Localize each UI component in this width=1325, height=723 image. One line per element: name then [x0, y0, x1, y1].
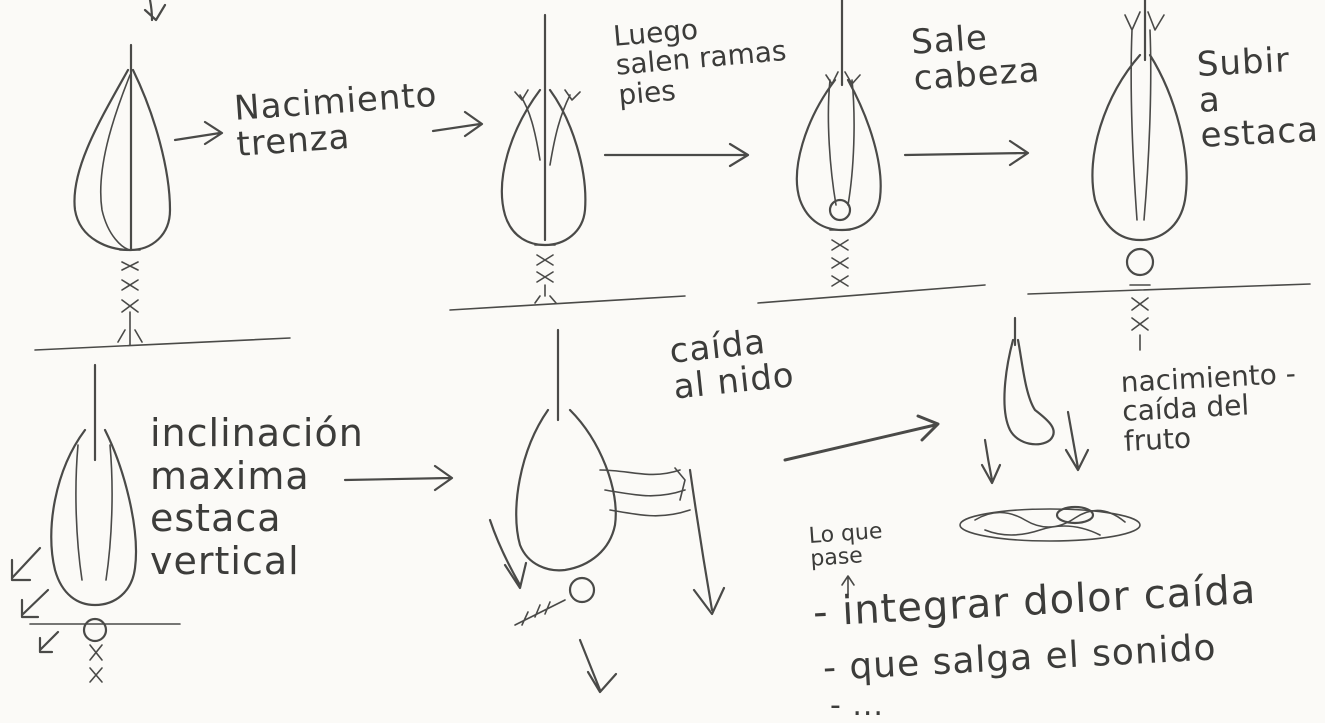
- ground-line-1: [35, 338, 290, 350]
- ground-line-4: [1028, 284, 1310, 294]
- arrow-right-icon: [605, 144, 748, 166]
- ground-line-2: [450, 296, 685, 310]
- arrow-right-icon: [175, 122, 222, 144]
- label-nacimiento-trenza: Nacimiento trenza: [233, 78, 441, 163]
- arrow-down-icon: [145, 0, 165, 20]
- figure-1-birth-braid: [74, 45, 170, 345]
- arrow-right-icon: [785, 416, 938, 460]
- label-sale-cabeza: Sale cabeza: [910, 17, 1041, 97]
- ground-line-3: [758, 285, 985, 303]
- figure-7-fruit-nest: [960, 318, 1140, 541]
- label-caida-nido: caída al nido: [668, 322, 796, 406]
- figure-4-climb-stake: [1092, 0, 1186, 350]
- label-nacimiento-caida: nacimiento - caída del fruto: [1120, 359, 1300, 456]
- figure-2-branches-feet: [502, 15, 585, 303]
- note-cut-off: - ...: [830, 690, 884, 722]
- arrow-right-icon: [905, 141, 1028, 165]
- arrow-right-icon: [433, 112, 482, 136]
- label-luego-salen: Luego salen ramas pies: [612, 7, 790, 110]
- label-subir-estaca: Subir a estaca: [1196, 42, 1320, 155]
- label-lo-que-pase: Lo que pase: [808, 520, 885, 571]
- figure-3-head-out: [797, 0, 881, 286]
- label-inclinacion: inclinación maxima estaca vertical: [150, 412, 364, 582]
- figure-5-max-inclination: [12, 365, 136, 682]
